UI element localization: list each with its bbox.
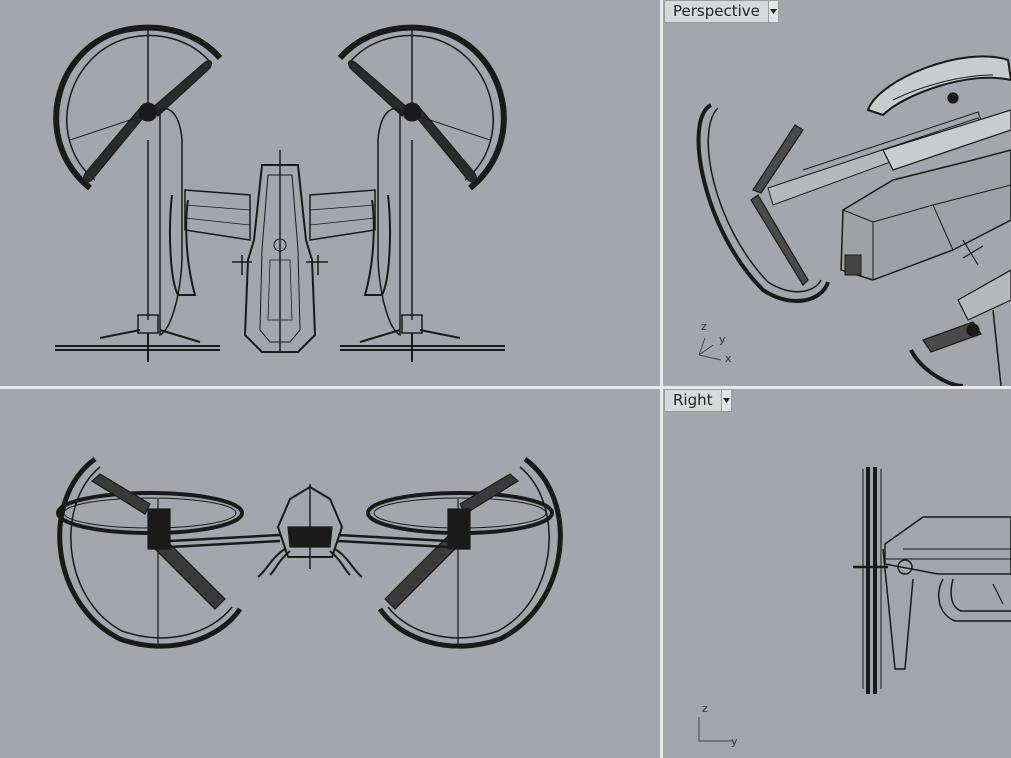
drone-right-wireframe: z y — [663, 389, 1011, 748]
axis-label-y: y — [719, 333, 726, 346]
right-prop-guard — [911, 350, 963, 386]
axis-label-z: z — [702, 702, 708, 715]
axis-label-y: y — [731, 735, 738, 748]
axis-label-x: x — [725, 352, 732, 365]
fuselage — [245, 165, 315, 352]
viewport-title-tab[interactable]: Right — [664, 389, 732, 412]
viewport-perspective[interactable]: Perspective — [663, 0, 1011, 386]
world-axis-icon: z y — [699, 702, 738, 748]
viewport-top[interactable] — [0, 0, 660, 386]
far-prop-guard — [868, 56, 1011, 115]
left-prop-blade — [83, 108, 148, 182]
left-prop-guard — [699, 105, 828, 301]
left-prop-guard — [60, 459, 240, 646]
right-prop-guard — [380, 459, 560, 646]
chevron-down-icon[interactable] — [767, 1, 778, 22]
viewport-title-tab[interactable]: Perspective — [664, 0, 779, 23]
axis-label-z: z — [701, 320, 707, 333]
drone-perspective-shaded: z y x — [663, 0, 1011, 386]
right-prop-guard — [340, 28, 504, 188]
drone-front-wireframe — [0, 389, 660, 758]
fuselage-side — [885, 517, 1011, 574]
viewport-title-label[interactable]: Right — [673, 391, 713, 409]
chevron-down-icon[interactable] — [720, 390, 731, 411]
left-prop-guard — [56, 28, 220, 188]
right-prop-blade — [412, 108, 477, 182]
fuselage-front — [278, 487, 342, 557]
world-axis-icon: z y x — [699, 320, 732, 365]
viewport-title-label[interactable]: Perspective — [673, 2, 760, 20]
drone-top-wireframe — [0, 0, 660, 386]
viewport-front[interactable] — [0, 389, 660, 758]
viewport-right[interactable]: Right z y — [663, 389, 1011, 758]
prop-guard-side — [868, 467, 875, 694]
